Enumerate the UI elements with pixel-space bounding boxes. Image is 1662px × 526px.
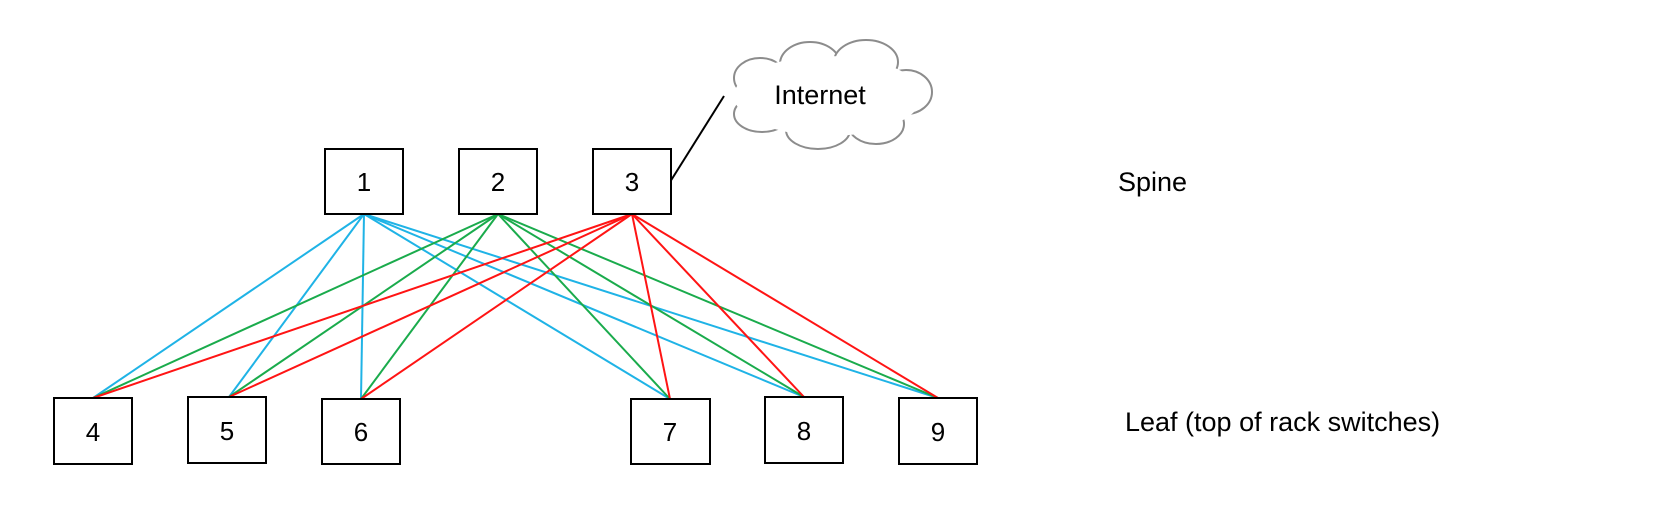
spine-tier-label: Spine <box>1118 167 1187 197</box>
leaf-box-4 <box>53 397 133 465</box>
internet-link <box>669 95 725 183</box>
leaf-switch-5: 5 <box>187 396 267 464</box>
spine-label-2: 2 <box>491 167 505 197</box>
spine-switch-1: 1 <box>324 148 404 215</box>
leaf-box-7 <box>630 398 711 465</box>
leaf-label-7: 7 <box>663 417 677 447</box>
leaf-switch-6: 6 <box>321 398 401 465</box>
spine-box-2 <box>458 148 538 215</box>
leaf-label-9: 9 <box>931 417 945 447</box>
link-3-7 <box>631 213 671 400</box>
leaf-label-5: 5 <box>220 416 234 446</box>
leaf-switch-9: 9 <box>898 397 978 465</box>
leaf-switch-4: 4 <box>53 397 133 465</box>
link-3-8 <box>631 213 805 398</box>
link-2-7 <box>497 213 671 400</box>
spine-box-1 <box>324 148 404 215</box>
spine-label-1: 1 <box>357 167 371 197</box>
link-3-5 <box>228 213 633 398</box>
link-1-7 <box>363 213 671 400</box>
link-3-4 <box>92 213 633 399</box>
leaf-switch-7: 7 <box>630 398 711 465</box>
link-3-9 <box>631 213 939 399</box>
leaf-box-6 <box>321 398 401 465</box>
leaf-box-8 <box>764 396 844 464</box>
leaf-label-4: 4 <box>86 417 100 447</box>
spine-switch-3: 3 <box>592 148 672 215</box>
cloud-shape <box>733 39 933 150</box>
link-3-6 <box>360 213 633 400</box>
internet-cloud: Internet <box>733 39 933 150</box>
leaf-box-9 <box>898 397 978 465</box>
link-2-4 <box>92 213 499 399</box>
leaf-tier-label: Leaf (top of rack switches) <box>1125 407 1440 437</box>
leaf-switch-8: 8 <box>764 396 844 464</box>
internet-label: Internet <box>774 80 866 110</box>
leaf-label-6: 6 <box>354 417 368 447</box>
spine-label-3: 3 <box>625 167 639 197</box>
leaf-box-5 <box>187 396 267 464</box>
links-layer <box>92 213 939 400</box>
spine-switch-2: 2 <box>458 148 538 215</box>
spine-box-3 <box>592 148 672 215</box>
link-1-4 <box>92 213 365 399</box>
leaf-label-8: 8 <box>797 416 811 446</box>
